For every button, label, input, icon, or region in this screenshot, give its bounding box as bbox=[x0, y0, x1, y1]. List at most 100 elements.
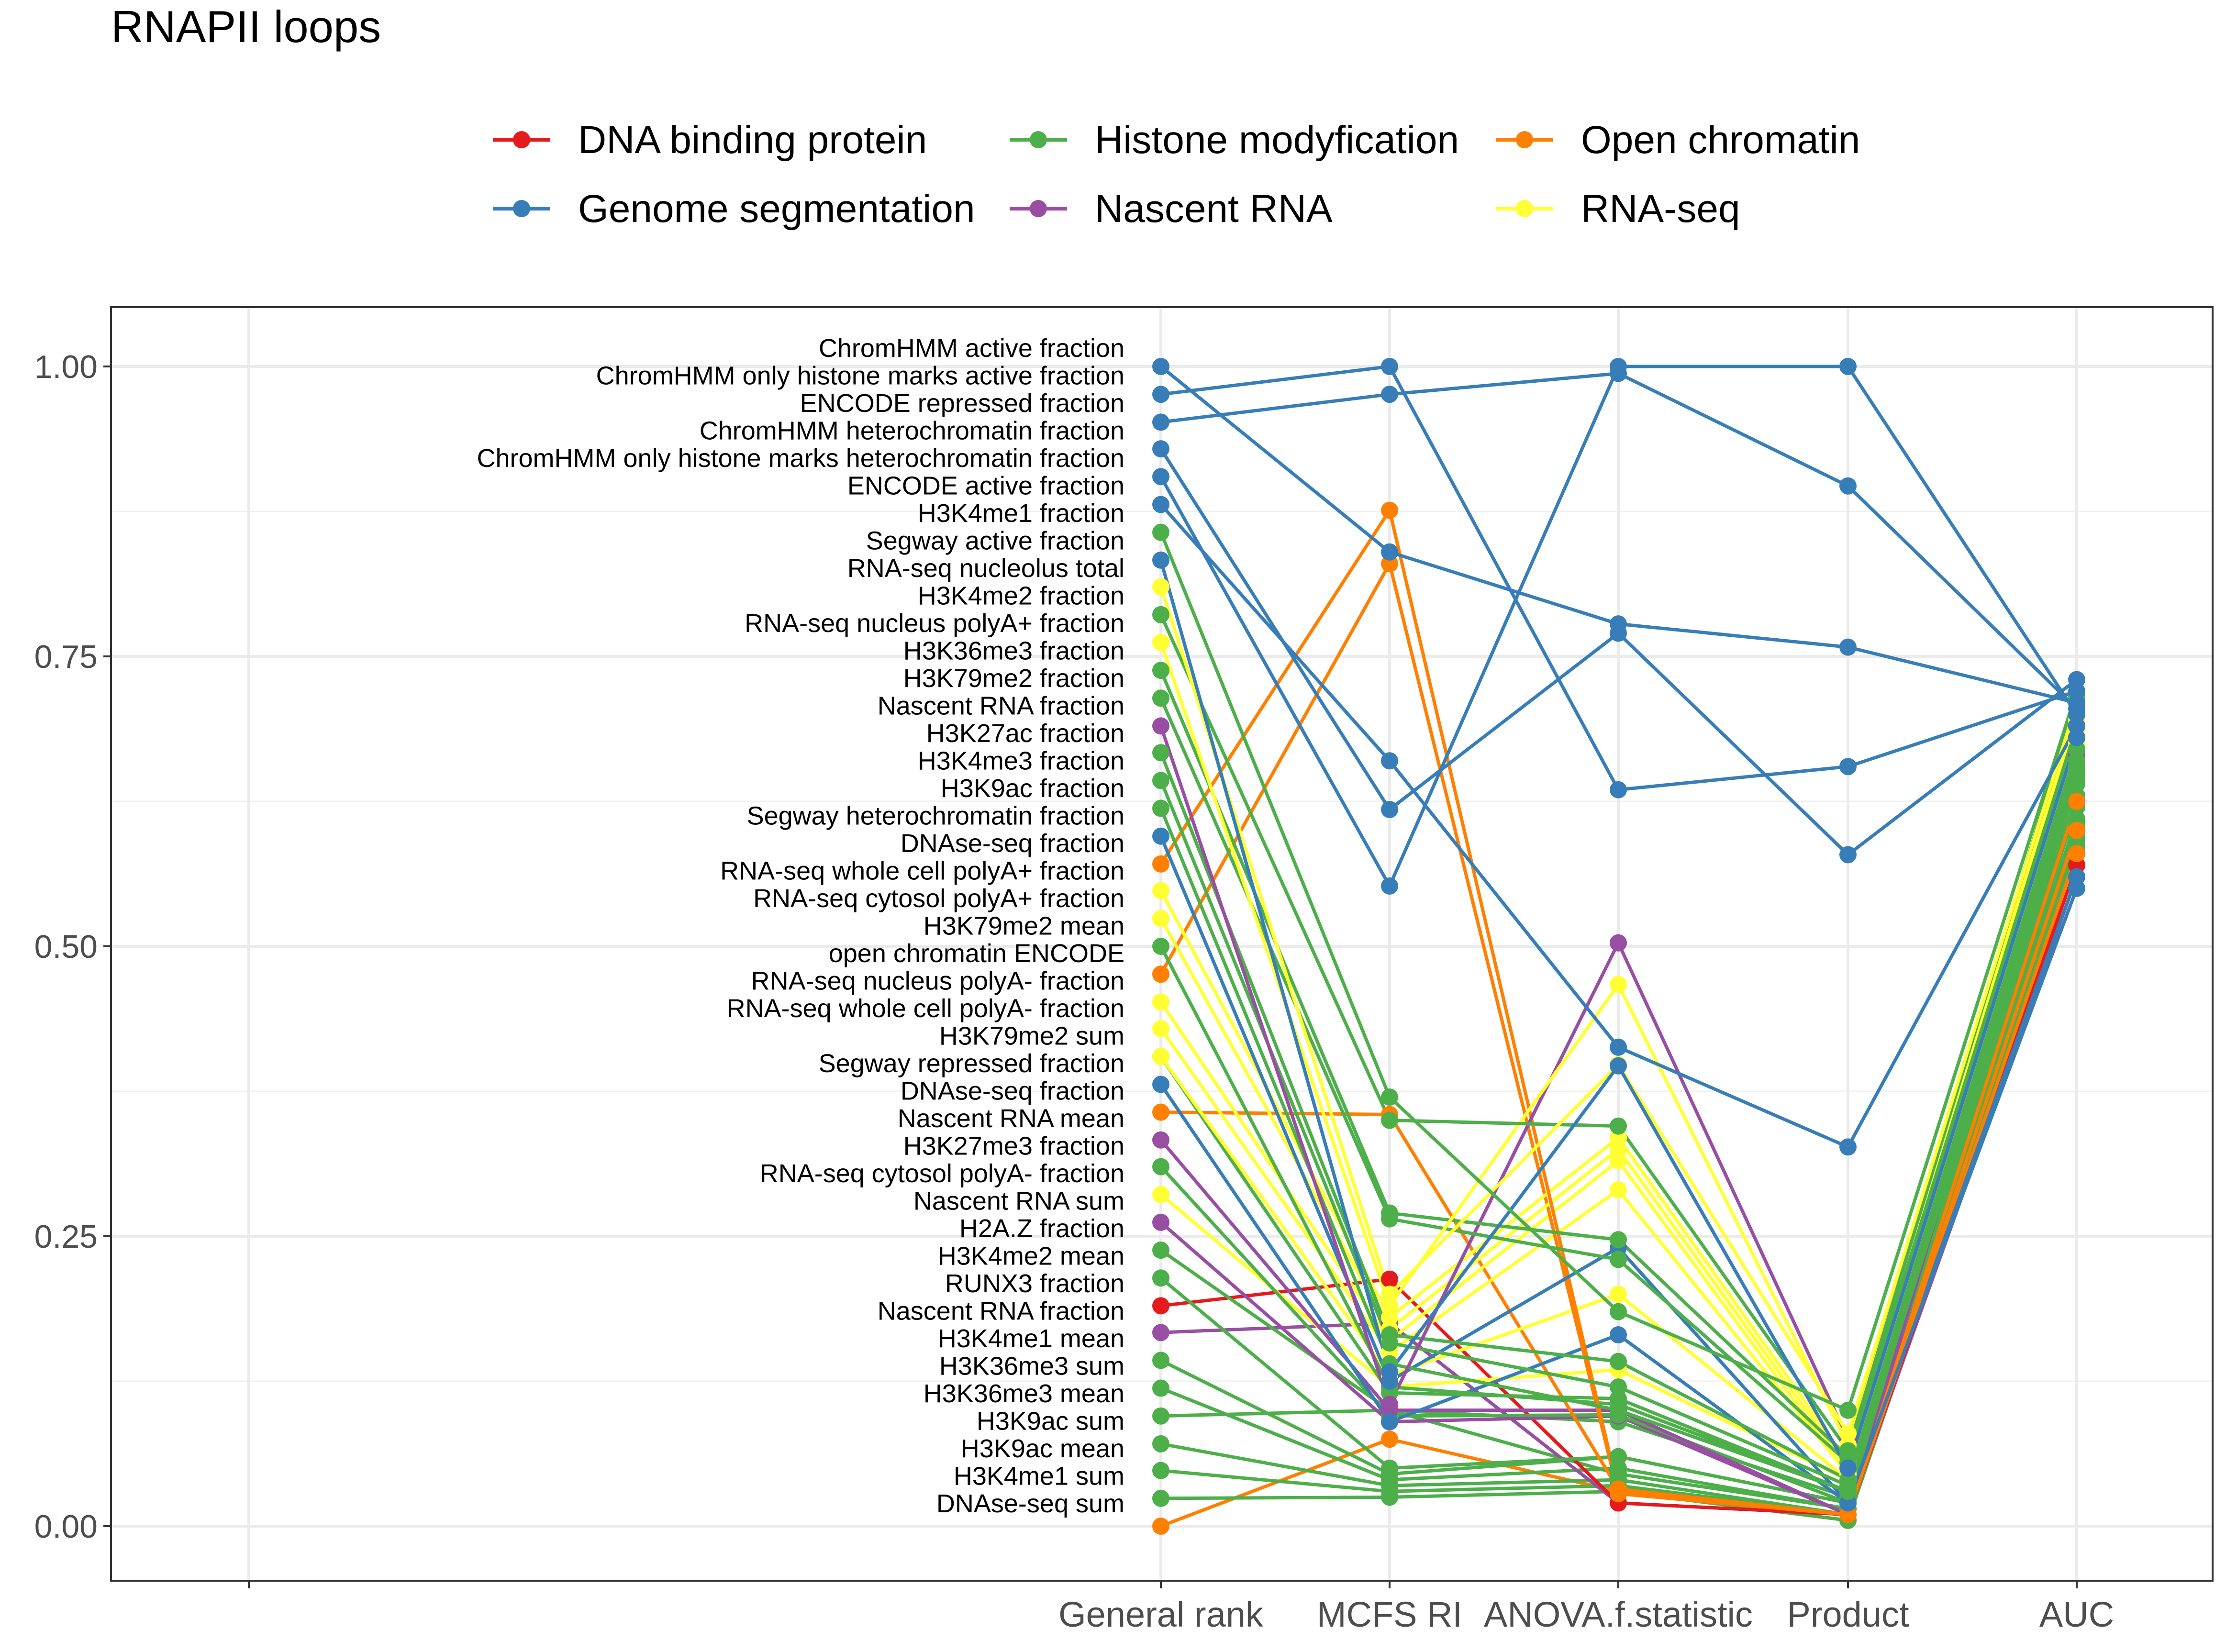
series-point bbox=[1152, 717, 1169, 735]
series-point bbox=[1152, 551, 1169, 569]
chart-title: RNAPII loops bbox=[111, 1, 381, 52]
series-point bbox=[1610, 1038, 1627, 1056]
series-label: Segway heterochromatin fraction bbox=[747, 802, 1124, 831]
series-point bbox=[1152, 1213, 1169, 1231]
y-tick-label: 0.00 bbox=[34, 1508, 98, 1545]
series-point bbox=[1610, 1251, 1627, 1268]
series-point bbox=[1152, 662, 1169, 679]
series-point bbox=[2068, 694, 2085, 711]
series-label: H3K4me1 fraction bbox=[918, 499, 1124, 528]
series-point bbox=[1381, 1363, 1398, 1381]
series-label: H3K79me2 mean bbox=[924, 912, 1124, 941]
y-axis: 0.000.250.500.751.00 bbox=[34, 349, 111, 1545]
series-point bbox=[2068, 845, 2085, 863]
y-tick-label: 0.50 bbox=[34, 929, 98, 965]
series-point bbox=[1381, 543, 1398, 561]
series-point bbox=[1152, 523, 1169, 541]
series-point bbox=[1152, 1462, 1169, 1479]
series-label: RNA-seq cytosol polyA+ fraction bbox=[753, 884, 1124, 913]
series-point bbox=[1152, 1269, 1169, 1287]
series-point bbox=[1152, 578, 1169, 596]
legend-label: Genome segmentation bbox=[578, 187, 975, 231]
series-point bbox=[1381, 1204, 1398, 1222]
legend-swatch-point bbox=[1030, 131, 1047, 148]
series-point bbox=[1152, 1048, 1169, 1065]
series-label: RNA-seq nucleus polyA- fraction bbox=[751, 967, 1124, 996]
series-label: ENCODE repressed fraction bbox=[800, 389, 1124, 418]
series-point bbox=[1381, 801, 1398, 818]
series-label: Nascent RNA fraction bbox=[878, 1297, 1124, 1326]
series-label: Segway active fraction bbox=[866, 527, 1124, 555]
legend-item: DNA binding protein bbox=[493, 118, 927, 162]
series-point bbox=[1839, 358, 1857, 375]
series-point bbox=[1610, 1117, 1627, 1135]
series-point bbox=[1381, 1413, 1398, 1430]
series-point bbox=[1610, 1286, 1627, 1303]
series-point bbox=[1610, 1353, 1627, 1370]
series-point bbox=[1152, 965, 1169, 983]
series-label: H3K36me3 fraction bbox=[903, 637, 1124, 665]
series-label: H3K4me1 sum bbox=[954, 1462, 1124, 1491]
series-label: Nascent RNA fraction bbox=[878, 692, 1124, 721]
series-label: ChromHMM active fraction bbox=[819, 334, 1124, 363]
series-point bbox=[1152, 1158, 1169, 1175]
series-point bbox=[2068, 879, 2085, 897]
series-label: H3K27me3 fraction bbox=[903, 1132, 1124, 1161]
series-label: H3K79me2 fraction bbox=[903, 664, 1124, 693]
series-point bbox=[1152, 386, 1169, 403]
series-point bbox=[1152, 633, 1169, 651]
series-point bbox=[1839, 1401, 1857, 1419]
series-point bbox=[1152, 1379, 1169, 1397]
series-point bbox=[1839, 638, 1857, 656]
legend-label: DNA binding protein bbox=[578, 118, 927, 162]
series-label: ChromHMM only histone marks active fract… bbox=[596, 362, 1124, 390]
series-point bbox=[1152, 1242, 1169, 1259]
series-point bbox=[1152, 1489, 1169, 1507]
series-point bbox=[1152, 1352, 1169, 1369]
series-point bbox=[1839, 846, 1857, 864]
legend-label: Histone modyfication bbox=[1095, 118, 1459, 162]
series-point bbox=[1610, 1401, 1627, 1419]
series-point bbox=[1152, 468, 1169, 486]
x-tick-label: Product bbox=[1787, 1595, 1909, 1634]
series-label: Nascent RNA mean bbox=[898, 1104, 1124, 1133]
series-point bbox=[1610, 1303, 1627, 1320]
series-label: RNA-seq whole cell polyA+ fraction bbox=[720, 857, 1124, 886]
series-label: open chromatin ENCODE bbox=[829, 939, 1124, 968]
legend-swatch-point bbox=[1516, 131, 1533, 148]
series-label: H3K9ac fraction bbox=[941, 774, 1124, 803]
series-label: RNA-seq whole cell polyA- fraction bbox=[727, 994, 1124, 1023]
x-tick-label: MCFS RI bbox=[1317, 1595, 1462, 1634]
series-point bbox=[1152, 1075, 1169, 1093]
series-label: ChromHMM heterochromatin fraction bbox=[700, 417, 1124, 445]
series-point bbox=[1839, 1138, 1857, 1156]
series-label: H3K27ac fraction bbox=[926, 719, 1124, 748]
series-point bbox=[1152, 772, 1169, 789]
series-point bbox=[1152, 1518, 1169, 1535]
series-label: Segway repressed fraction bbox=[819, 1049, 1124, 1078]
series-label: RUNX3 fraction bbox=[945, 1269, 1124, 1298]
series-label: H3K4me2 mean bbox=[938, 1242, 1124, 1271]
legend-swatch-point bbox=[1030, 200, 1047, 217]
series-point bbox=[1610, 1378, 1627, 1396]
series-point bbox=[1152, 413, 1169, 431]
series-point bbox=[1381, 1111, 1398, 1129]
legend-item: Open chromatin bbox=[1496, 118, 1860, 162]
series-point bbox=[1152, 882, 1169, 899]
x-tick-label: AUC bbox=[2039, 1595, 2114, 1634]
series-point bbox=[1381, 1270, 1398, 1288]
series-point bbox=[1839, 1442, 1857, 1460]
series-point bbox=[1152, 358, 1169, 375]
series-point bbox=[1152, 1020, 1169, 1038]
series-point bbox=[1610, 1181, 1627, 1198]
series-label: ChromHMM only histone marks heterochroma… bbox=[477, 444, 1124, 473]
legend-item: Genome segmentation bbox=[493, 187, 975, 231]
series-point bbox=[1610, 1057, 1627, 1075]
series-label: RNA-seq cytosol polyA- fraction bbox=[760, 1159, 1124, 1188]
series-point bbox=[1381, 501, 1398, 519]
series-point bbox=[1839, 1425, 1857, 1442]
